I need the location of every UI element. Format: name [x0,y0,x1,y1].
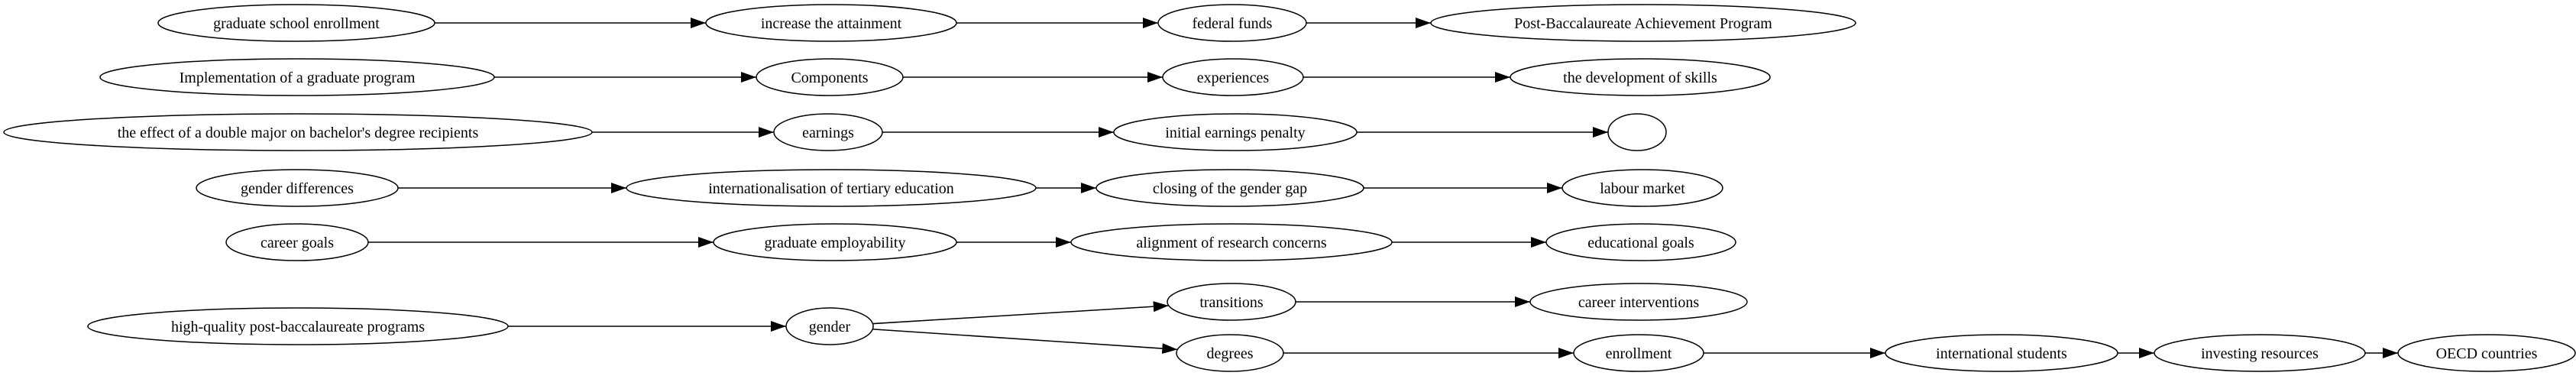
node-label: transitions [1199,294,1264,311]
graph-edge [872,301,1169,325]
node-label: federal funds [1193,15,1273,32]
node-ellipse [1885,334,2118,372]
node-ellipse [1545,223,1736,261]
graph-node: the development of skills [1510,58,1771,96]
graph-node [1607,113,1667,151]
graph-node: increase the attainment [705,4,957,42]
graph-node: closing of the gender gap [1095,169,1364,207]
node-ellipse [2154,334,2366,372]
node-label: experiences [1197,70,1270,86]
node-ellipse [1176,334,1284,372]
node-ellipse [225,223,369,261]
graph-node: degrees [1176,334,1284,372]
node-label: enrollment [1606,345,1672,362]
graph-node: career goals [225,223,369,261]
node-ellipse [3,113,593,151]
edges-layer [368,18,2398,358]
graph-node: Implementation of a graduate program [99,58,495,96]
node-ellipse [626,169,1037,207]
node-label: international students [1936,345,2067,362]
node-label: OECD countries [2436,345,2538,362]
node-label: earnings [802,125,854,141]
node-label: graduate employability [765,235,906,251]
graph-node: gender [785,307,874,345]
node-label: Post-Baccalaureate Achievement Program [1514,15,1772,32]
node-ellipse [1529,283,1748,321]
graph-node: Components [756,58,904,96]
node-label: investing resources [2201,345,2319,362]
node-ellipse [1607,113,1667,151]
graph-node: transitions [1167,283,1296,321]
graph-node: educational goals [1545,223,1736,261]
node-ellipse [1113,113,1358,151]
graph-node: alignment of research concerns [1070,223,1393,261]
node-ellipse [157,4,435,42]
node-ellipse [713,223,957,261]
node-ellipse [196,169,399,207]
graph-node: graduate school enrollment [157,4,435,42]
node-ellipse [1573,334,1704,372]
node-ellipse [99,58,495,96]
graph-node: enrollment [1573,334,1704,372]
node-label: gender differences [241,180,354,197]
node-ellipse [1162,58,1304,96]
graph-node: the effect of a double major on bachelor… [3,113,593,151]
node-label: career goals [261,235,334,251]
node-ellipse [1095,169,1364,207]
node-label: increase the attainment [761,15,902,32]
graph-node: graduate employability [713,223,957,261]
graph-node: high-quality post-baccalaureate programs [87,307,509,345]
node-label: degrees [1206,345,1253,362]
graph-node: federal funds [1157,4,1307,42]
graph-node: initial earnings penalty [1113,113,1358,151]
graph-node: Post-Baccalaureate Achievement Program [1430,4,1856,42]
node-ellipse [1070,223,1393,261]
node-ellipse [1561,169,1723,207]
node-ellipse [2397,334,2576,372]
graph-edge [872,329,1178,355]
node-label: educational goals [1587,235,1694,251]
node-ellipse [1430,4,1856,42]
graph-node: OECD countries [2397,334,2576,372]
nodes-layer: graduate school enrollment increase the a… [3,4,2576,372]
graph-node: earnings [773,113,883,151]
node-ellipse [87,307,509,345]
node-label: alignment of research concerns [1136,235,1327,251]
graph-node: gender differences [196,169,399,207]
graph-node: internationalisation of tertiary educati… [626,169,1037,207]
node-ellipse [773,113,883,151]
node-label: high-quality post-baccalaureate programs [171,319,425,335]
node-label: Components [791,70,868,86]
node-ellipse [1510,58,1771,96]
graph-node: labour market [1561,169,1723,207]
node-ellipse [756,58,904,96]
node-ellipse [1157,4,1307,42]
node-label: graduate school enrollment [213,15,380,32]
node-label: initial earnings penalty [1165,125,1305,141]
graph-node: experiences [1162,58,1304,96]
node-label: career interventions [1578,294,1699,311]
node-ellipse [1167,283,1296,321]
node-ellipse [785,307,874,345]
node-ellipse [705,4,957,42]
graph-node: international students [1885,334,2118,372]
node-label: internationalisation of tertiary educati… [708,180,954,197]
node-label: Implementation of a graduate program [180,70,416,86]
graph-node: investing resources [2154,334,2366,372]
graph-node: career interventions [1529,283,1748,321]
node-label: gender [809,319,851,335]
node-label: closing of the gender gap [1153,180,1307,197]
node-label: labour market [1600,180,1685,197]
node-label: the effect of a double major on bachelor… [118,125,479,141]
node-label: the development of skills [1563,70,1717,86]
